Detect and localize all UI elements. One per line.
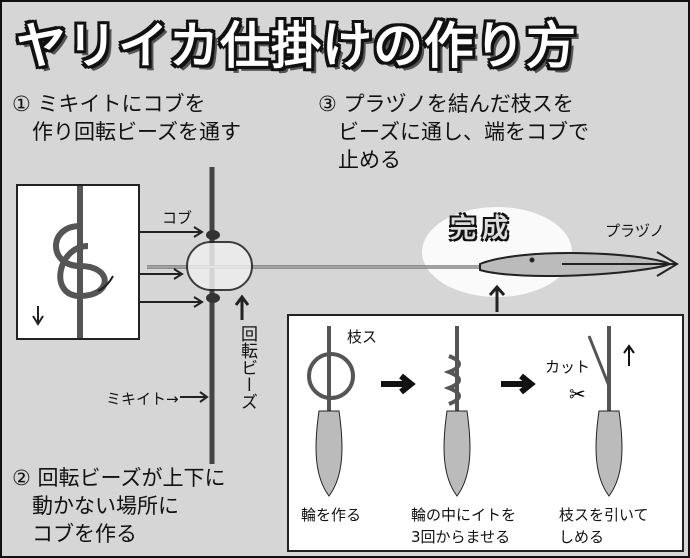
edasu-label: 枝ス bbox=[347, 328, 378, 346]
step-2-text: ② 回転ビーズが上下に 動かない場所に コブを作る bbox=[12, 466, 226, 546]
substep-3-figure: ✂ bbox=[569, 326, 635, 497]
substep-2-figure bbox=[443, 326, 471, 497]
page-title: ヤリイカ仕掛けの作り方 bbox=[16, 17, 577, 75]
mikiito-label: ミキイト→ bbox=[106, 390, 179, 408]
knot-inset bbox=[16, 184, 140, 340]
scissors-icon: ✂ bbox=[569, 382, 586, 406]
substep-1-figure bbox=[307, 326, 355, 497]
arrow-right bbox=[381, 373, 416, 395]
tying-steps-box: ✂ 枝ス カット 輪を作る 輪の中にイトを 3回からませる 枝スを引いて しめる bbox=[287, 314, 684, 552]
knot-illustration bbox=[32, 186, 114, 338]
kobu-label: コブ bbox=[162, 209, 193, 227]
rotating-bead bbox=[186, 241, 253, 291]
tying-steps-illustration: ✂ bbox=[307, 326, 635, 497]
substep-2-caption: 輪の中にイトを 3回からませる bbox=[411, 506, 517, 546]
bead-label: 回転ビーズ bbox=[237, 325, 257, 410]
cut-label: カット bbox=[545, 358, 591, 376]
arrow bbox=[140, 226, 204, 238]
substep-1-caption: 輪を作る bbox=[301, 506, 362, 524]
complete-label: 完成 bbox=[450, 214, 515, 244]
knot-lower bbox=[206, 293, 220, 303]
substep-3-caption: 枝スを引いて しめる bbox=[559, 506, 649, 546]
step-3-text: ③ プラヅノを結んだ枝スを ビーズに通し、端をコブで 止める bbox=[318, 92, 589, 172]
purazuno-label: プラヅノ bbox=[605, 222, 665, 240]
step-1-text: ① ミキイトにコブを 作り回転ビーズを通す bbox=[12, 92, 241, 144]
knot-upper bbox=[206, 230, 220, 240]
